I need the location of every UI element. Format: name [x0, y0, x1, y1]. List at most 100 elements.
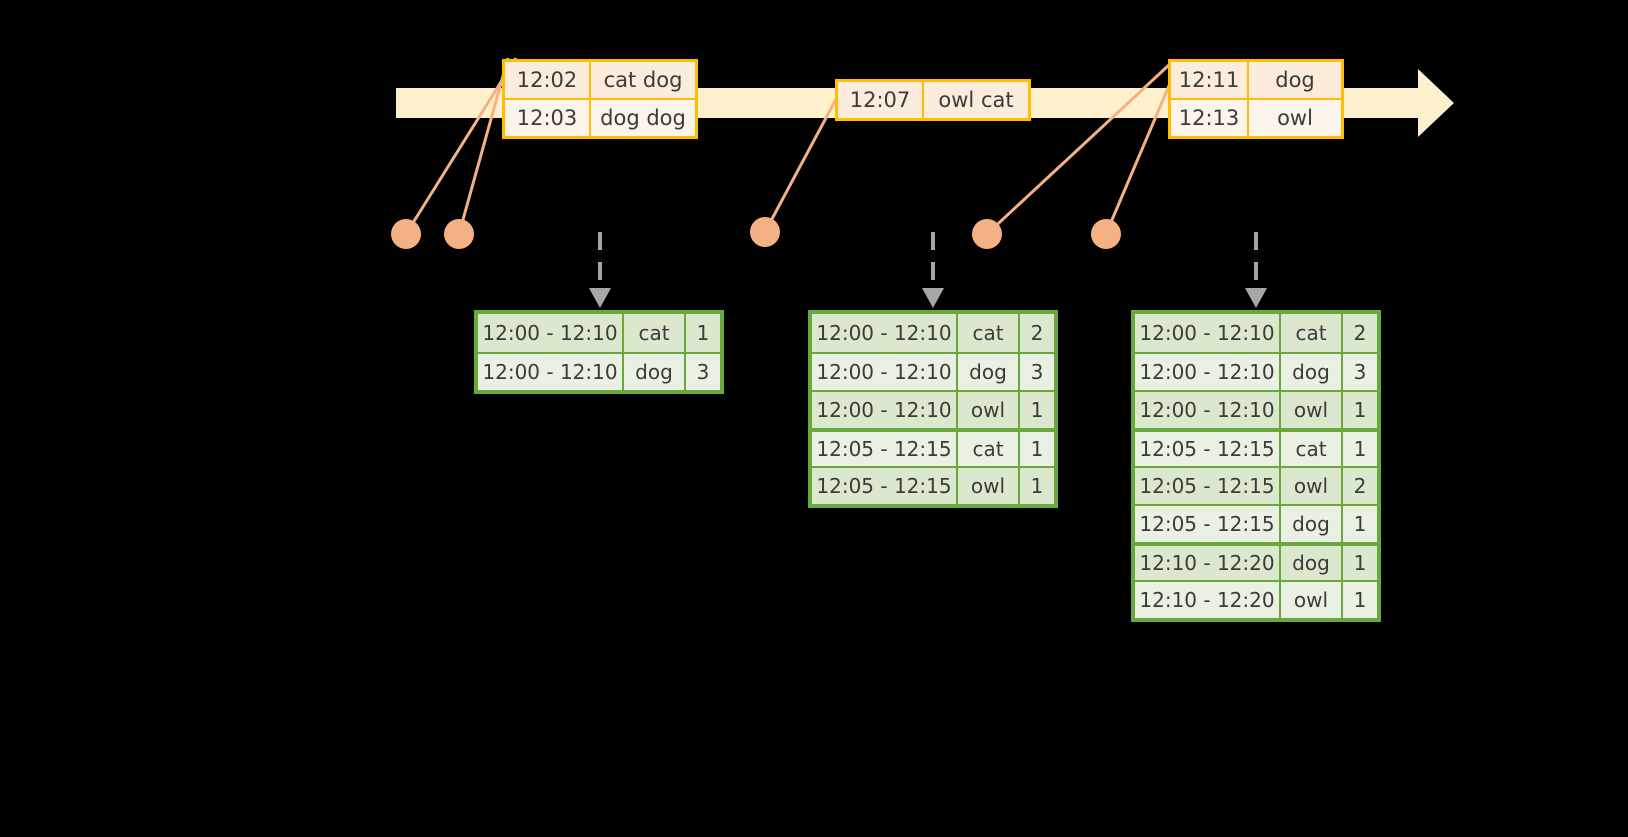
table-row: 12:05 - 12:15 cat 1: [1135, 428, 1377, 466]
cell-divider: [1341, 468, 1343, 504]
cell-divider: [1018, 468, 1020, 504]
window-cell: 12:05 - 12:15: [816, 474, 952, 498]
event-dot-5: [1091, 219, 1121, 249]
key-cell: cat: [638, 321, 670, 345]
event-value: dog: [1275, 68, 1315, 92]
key-cell: dog: [635, 360, 673, 384]
key-cell: owl: [1293, 588, 1329, 612]
window-cell: 12:00 - 12:10: [1139, 360, 1275, 384]
count-cell: 2: [1030, 321, 1044, 345]
cell-divider: [622, 314, 624, 352]
window-cell: 12:05 - 12:15: [1139, 512, 1275, 536]
cell-divider: [922, 82, 924, 118]
cell-divider: [1279, 432, 1281, 466]
key-cell: dog: [1292, 551, 1330, 575]
window-cell: 12:00 - 12:10: [816, 398, 952, 422]
cell-divider: [1247, 100, 1249, 136]
count-cell: 1: [1353, 551, 1367, 575]
cell-divider: [1279, 546, 1281, 580]
key-cell: cat: [1295, 437, 1327, 461]
count-cell: 3: [1030, 360, 1044, 384]
event-value: dog dog: [600, 106, 686, 130]
event-dot-1: [391, 219, 421, 249]
table-row: 12:00 - 12:10 dog 3: [812, 352, 1054, 390]
cell-divider: [956, 354, 958, 390]
key-cell: cat: [1295, 321, 1327, 345]
event-time: 12:13: [1178, 106, 1240, 130]
window-cell: 12:00 - 12:10: [1139, 398, 1275, 422]
event-box-1: 12:02 cat dog 12:03 dog dog: [502, 59, 698, 139]
event-time: 12:03: [516, 106, 578, 130]
event-value: owl: [1277, 106, 1313, 130]
window-cell: 12:00 - 12:10: [816, 360, 952, 384]
window-cell: 12:00 - 12:10: [816, 321, 952, 345]
cell-divider: [1341, 582, 1343, 618]
cell-divider: [956, 468, 958, 504]
cell-divider: [1279, 582, 1281, 618]
key-cell: owl: [1293, 398, 1329, 422]
count-cell: 2: [1353, 321, 1367, 345]
event-dot-3: [750, 217, 780, 247]
connector-line-1: [404, 57, 518, 235]
cell-divider: [1279, 354, 1281, 390]
cell-divider: [1279, 468, 1281, 504]
table-row: 12:00 - 12:10 dog 3: [1135, 352, 1377, 390]
count-cell: 1: [1030, 398, 1044, 422]
key-cell: cat: [972, 321, 1004, 345]
table-row: 12:00 - 12:10 owl 1: [1135, 390, 1377, 428]
window-cell: 12:00 - 12:10: [1139, 321, 1275, 345]
count-cell: 1: [1353, 398, 1367, 422]
count-cell: 1: [1030, 474, 1044, 498]
window-cell: 12:10 - 12:20: [1139, 588, 1275, 612]
event-time: 12:07: [849, 88, 911, 112]
key-cell: owl: [970, 474, 1006, 498]
count-cell: 3: [1353, 360, 1367, 384]
cell-divider: [1341, 354, 1343, 390]
cell-divider: [622, 354, 624, 390]
count-cell: 1: [1030, 437, 1044, 461]
event-time: 12:11: [1178, 68, 1240, 92]
count-cell: 1: [1353, 512, 1367, 536]
key-cell: dog: [969, 360, 1007, 384]
timeline-arrowhead-icon: [1418, 69, 1454, 137]
window-cell: 12:00 - 12:10: [482, 321, 618, 345]
down-arrow-3: [1245, 232, 1267, 308]
cell-divider: [956, 432, 958, 466]
window-cell: 12:05 - 12:15: [1139, 437, 1275, 461]
cell-divider: [1018, 432, 1020, 466]
event-row: 12:11 dog: [1171, 62, 1341, 98]
event-dot-4: [972, 219, 1002, 249]
window-cell: 12:05 - 12:15: [1139, 474, 1275, 498]
event-value: cat dog: [603, 68, 683, 92]
event-box-3: 12:11 dog 12:13 owl: [1168, 59, 1344, 139]
event-box-2: 12:07 owl cat: [835, 79, 1031, 121]
key-cell: owl: [1293, 474, 1329, 498]
cell-divider: [1018, 392, 1020, 428]
table-row: 12:00 - 12:10 cat 2: [812, 314, 1054, 352]
cell-divider: [684, 314, 686, 352]
down-arrow-1: [589, 232, 611, 308]
cell-divider: [684, 354, 686, 390]
count-cell: 1: [1353, 437, 1367, 461]
window-cell: 12:00 - 12:10: [482, 360, 618, 384]
cell-divider: [1341, 506, 1343, 542]
cell-divider: [1341, 314, 1343, 352]
cell-divider: [1018, 354, 1020, 390]
event-row: 12:07 owl cat: [838, 82, 1028, 118]
event-row: 12:13 owl: [1171, 98, 1341, 136]
result-table-1: 12:00 - 12:10 cat 1 12:00 - 12:10 dog 3: [474, 310, 724, 394]
cell-divider: [1018, 314, 1020, 352]
cell-divider: [956, 392, 958, 428]
key-cell: dog: [1292, 360, 1330, 384]
cell-divider: [589, 100, 591, 136]
cell-divider: [1279, 392, 1281, 428]
count-cell: 3: [696, 360, 710, 384]
count-cell: 1: [696, 321, 710, 345]
cell-divider: [1341, 432, 1343, 466]
